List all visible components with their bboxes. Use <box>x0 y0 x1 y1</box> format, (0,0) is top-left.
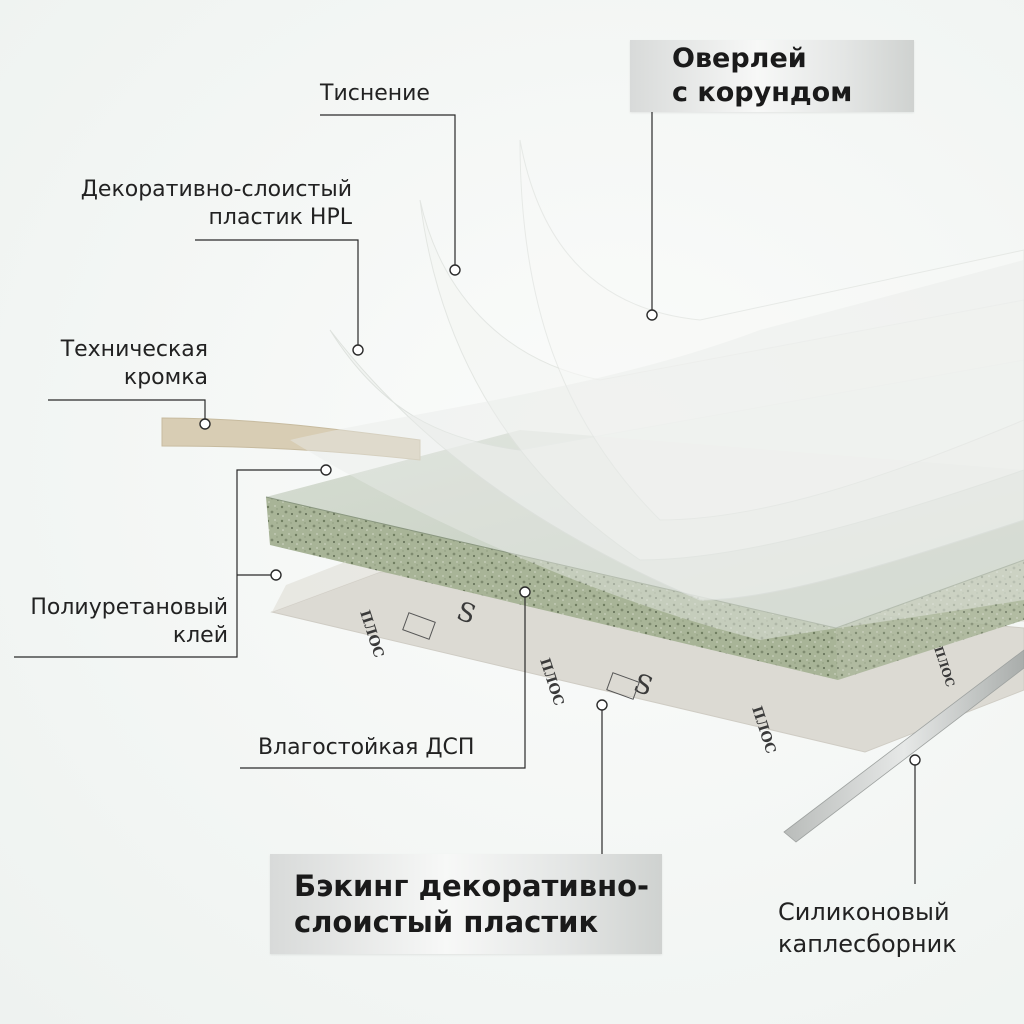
anchor-dots <box>199 264 921 766</box>
label-edge-line1: Техническая <box>60 337 208 362</box>
label-chipboard-text: Влагостойкая ДСП <box>258 735 475 760</box>
dot-backing <box>596 699 608 711</box>
dot-glue-bottom <box>270 569 282 581</box>
leader-glue <box>14 469 326 658</box>
callout-backing-line2: слоистый пластик <box>294 905 599 939</box>
label-edge: Техническая кромка <box>20 336 208 392</box>
leader-lines <box>14 108 916 884</box>
callout-overlay-line2: с корундом <box>672 77 853 108</box>
callout-overlay: Оверлей с корундом <box>630 40 914 112</box>
dot-chipboard <box>519 586 531 598</box>
backing-stamp <box>402 612 436 640</box>
dot-emboss <box>449 264 461 276</box>
technical-edge-strip <box>161 417 421 461</box>
label-drip: Силиконовый каплесборник <box>778 896 957 960</box>
leader-emboss <box>320 114 456 270</box>
label-chipboard: Влагостойкая ДСП <box>258 734 474 762</box>
label-edge-line2: кромка <box>123 365 208 390</box>
dot-glue-top <box>320 464 332 476</box>
callout-overlay-line1: Оверлей <box>672 43 807 74</box>
label-glue: Полиуретановый клей <box>0 594 228 650</box>
label-emboss: Тиснение <box>320 80 430 108</box>
dot-edge <box>199 418 211 430</box>
backing-stamp-2 <box>606 672 640 700</box>
label-hpl: Декоративно-слоистый пластик HPL <box>40 176 352 232</box>
leader-edge <box>48 399 206 423</box>
callout-backing: Бэкинг декоративно- слоистый пластик <box>270 854 662 954</box>
label-hpl-line2: пластик HPL <box>208 205 352 230</box>
dot-hpl <box>352 344 364 356</box>
dot-drip <box>909 754 921 766</box>
label-glue-line2: клей <box>172 623 228 648</box>
dot-overlay <box>646 309 658 321</box>
silicone-drip-strip <box>783 649 1024 843</box>
leader-hpl <box>195 239 359 348</box>
callout-backing-line1: Бэкинг декоративно- <box>294 869 650 903</box>
label-hpl-line1: Декоративно-слоистый <box>80 177 352 202</box>
label-glue-line1: Полиуретановый <box>30 595 228 620</box>
label-drip-line2: каплесборник <box>778 930 957 958</box>
leader-chipboard <box>240 592 526 769</box>
label-drip-line1: Силиконовый <box>778 898 950 926</box>
overlay-sheet <box>290 139 1024 640</box>
label-emboss-text: Тиснение <box>320 81 430 106</box>
